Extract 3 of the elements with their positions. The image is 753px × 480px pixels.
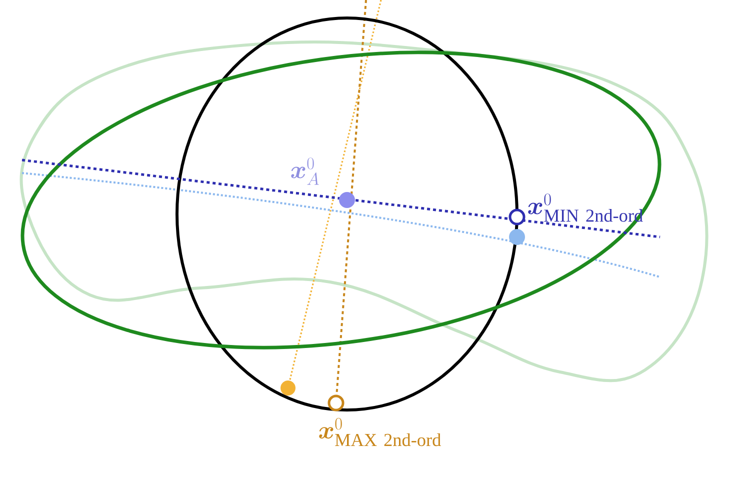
math-label: $\boldsymbol{x}^{0}_{\mathrm{MAX\ 2nd\text{-}ord}}$	[319, 418, 441, 446]
math-label: $\boldsymbol{x}^{0}_{A}$	[291, 158, 319, 185]
math-label: $\boldsymbol{x}^{0}_{\mathrm{MIN\ 2nd\text{-}ord}}$	[528, 194, 643, 222]
